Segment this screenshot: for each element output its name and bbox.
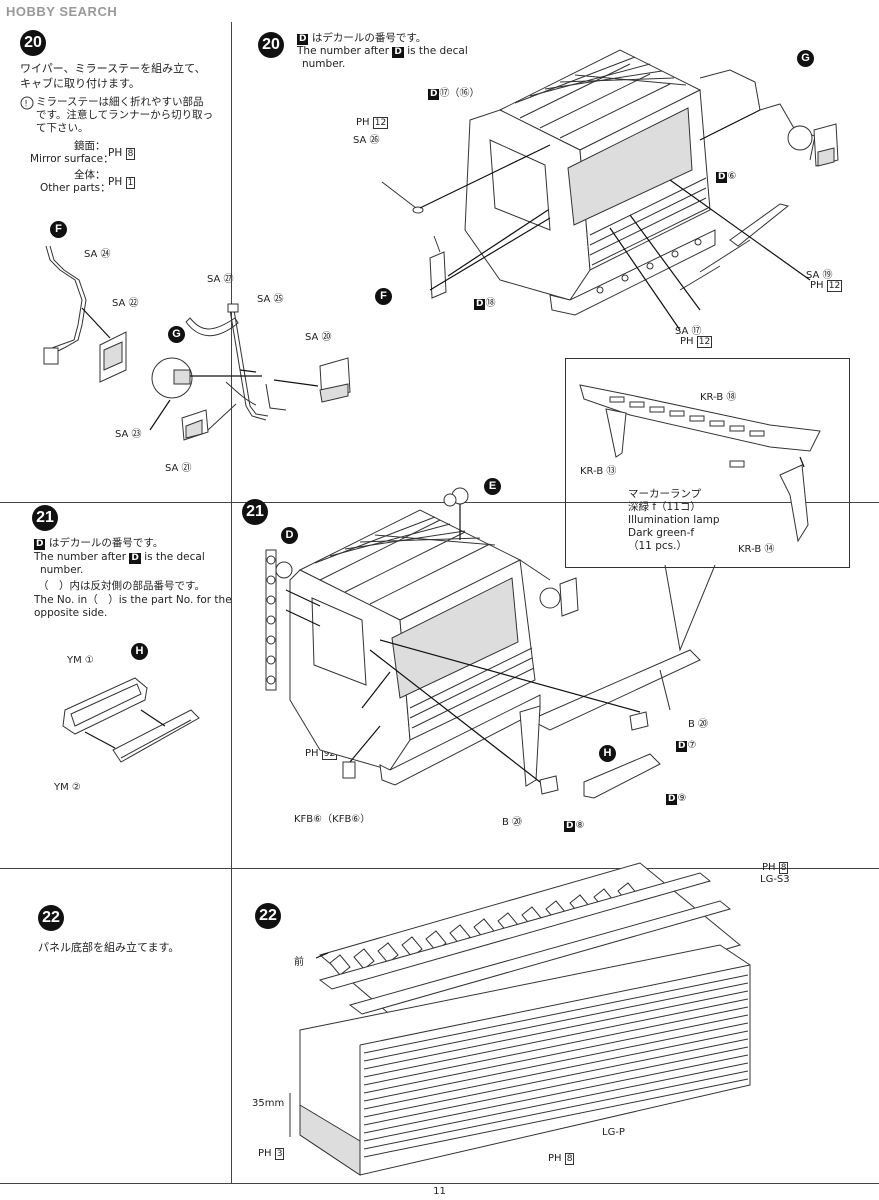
label-b20-a: B ⑳ [688, 719, 709, 730]
step-number-22-left: 22 [38, 905, 64, 931]
part-group-h-marker-2: H [599, 745, 616, 762]
sun-visor-parts-diagram [62, 677, 200, 763]
page-bottom-line [0, 1183, 879, 1184]
mirror-label-jp: 鏡面： [74, 140, 106, 152]
label-ph8-a: PH 8 [762, 862, 789, 874]
part-group-g-marker-2: G [797, 50, 814, 67]
column-divider [231, 22, 232, 502]
label-sa19: SA ⑲ [806, 270, 833, 281]
marker-lamp-en-3: （11 pcs.） [628, 540, 687, 552]
marker-lamp-jp-1: マーカーランプ [628, 488, 702, 500]
other-label-jp: 全体： [74, 169, 106, 181]
page-number: 11 [433, 1186, 446, 1197]
part-group-h-marker: H [131, 643, 148, 660]
mirror-paint-code: PH 8 [108, 147, 136, 160]
label-sa20: SA ⑳ [305, 332, 332, 343]
watermark: HOBBY SEARCH [6, 4, 118, 19]
part-group-f-marker: F [50, 221, 67, 238]
column-divider-3 [231, 868, 232, 1183]
cab-diagram-step20 [381, 49, 839, 331]
label-sa21: SA ㉑ [165, 463, 192, 474]
label-b20-b: B ⑳ [502, 817, 523, 828]
label-ym1: YM ① [67, 655, 94, 666]
svg-text:!: ! [24, 100, 28, 110]
caution-icon: ! [20, 96, 34, 110]
other-paint-code: PH 1 [108, 176, 136, 189]
label-ym2: YM ② [54, 782, 81, 793]
decal-note-en-21: The number after D is the decal [34, 551, 205, 564]
visor-detail-diagram [579, 384, 821, 543]
label-lgs3: LG-S3 [760, 874, 790, 885]
step22-title: パネル底部を組み立てます。 [38, 941, 180, 954]
label-krb14: KR-B ⑭ [738, 544, 775, 555]
step-number-22-right: 22 [255, 903, 281, 929]
label-ph12-c: PH 12 [680, 336, 713, 348]
marker-lamp-en-1: Illumination lamp [628, 514, 720, 526]
label-sa25: SA ㉕ [257, 294, 284, 305]
cab-diagram-step21 [265, 487, 701, 799]
decal-note-en-20-c: number. [302, 58, 346, 70]
label-krb18: KR-B ⑱ [700, 392, 737, 403]
step-number-21-left: 21 [32, 505, 58, 531]
label-ph12-b: PH 12 [810, 280, 843, 292]
panel-bottom-diagram [289, 862, 751, 1176]
step20-note-1: ミラーステーは細く折れやすい部品 [36, 96, 204, 108]
marker-lamp-en-2: Dark green-f [628, 527, 695, 539]
label-35mm: 35mm [252, 1098, 285, 1109]
label-sa22: SA ㉒ [112, 298, 139, 309]
step-number-21-right: 21 [242, 499, 268, 525]
part-group-g-marker: G [168, 326, 185, 343]
opposite-note-jp: （ ）内は反対側の部品番号です。 [38, 580, 205, 592]
label-ph8-b: PH 8 [548, 1153, 575, 1165]
mirror-parts-diagram [43, 245, 351, 441]
decal-note-jp-20: D はデカールの番号です。 [297, 32, 427, 45]
label-sa24: SA ㉔ [84, 249, 111, 260]
opposite-note-en-1: The No. in（ ）is the part No. for the [34, 594, 232, 606]
label-sa23: SA ㉓ [115, 429, 142, 440]
section-divider-2 [0, 868, 879, 869]
label-ph12-a: PH 12 [356, 117, 389, 129]
section-divider-1 [0, 502, 879, 503]
decal-note-en-21-c: number. [40, 564, 84, 576]
part-group-f-marker-2: F [375, 288, 392, 305]
step20-note-2: です。注意してランナーから切り取っ [36, 109, 214, 121]
column-divider-2 [231, 502, 232, 868]
step-number-20-left: 20 [20, 30, 46, 56]
callout-pointer [664, 565, 716, 652]
part-group-e-marker: E [484, 478, 501, 495]
marker-lamp-jp-2: 深緑 f（11コ） [628, 501, 701, 513]
label-krb13: KR-B ⑬ [580, 466, 617, 477]
decal-note-en-20: The number after D is the decal [297, 45, 468, 58]
label-ph3: PH 3 [258, 1148, 285, 1160]
step-number-20-right: 20 [258, 32, 284, 58]
mirror-label-en: Mirror surface： [30, 153, 114, 165]
label-sa17: SA ⑰ [675, 326, 702, 337]
label-front: 前 [294, 957, 304, 968]
step20-title-1: ワイパー、ミラーステーを組み立て、 [20, 62, 206, 75]
label-kfb: KFB⑥（KFB⑥） [294, 814, 371, 825]
step20-note-3: て下さい。 [36, 122, 89, 134]
part-group-d-marker: D [281, 527, 298, 544]
step20-title-2: キャブに取り付けます。 [20, 77, 140, 90]
label-sa26: SA ㉖ [353, 135, 380, 146]
label-lgp: LG-P [602, 1127, 625, 1138]
decal-note-jp-21: D はデカールの番号です。 [34, 537, 164, 550]
label-sa27: SA ㉗ [207, 274, 234, 285]
opposite-note-en-2: opposite side. [34, 607, 108, 619]
other-label-en: Other parts： [40, 182, 111, 194]
illumination-detail-box [565, 358, 850, 568]
